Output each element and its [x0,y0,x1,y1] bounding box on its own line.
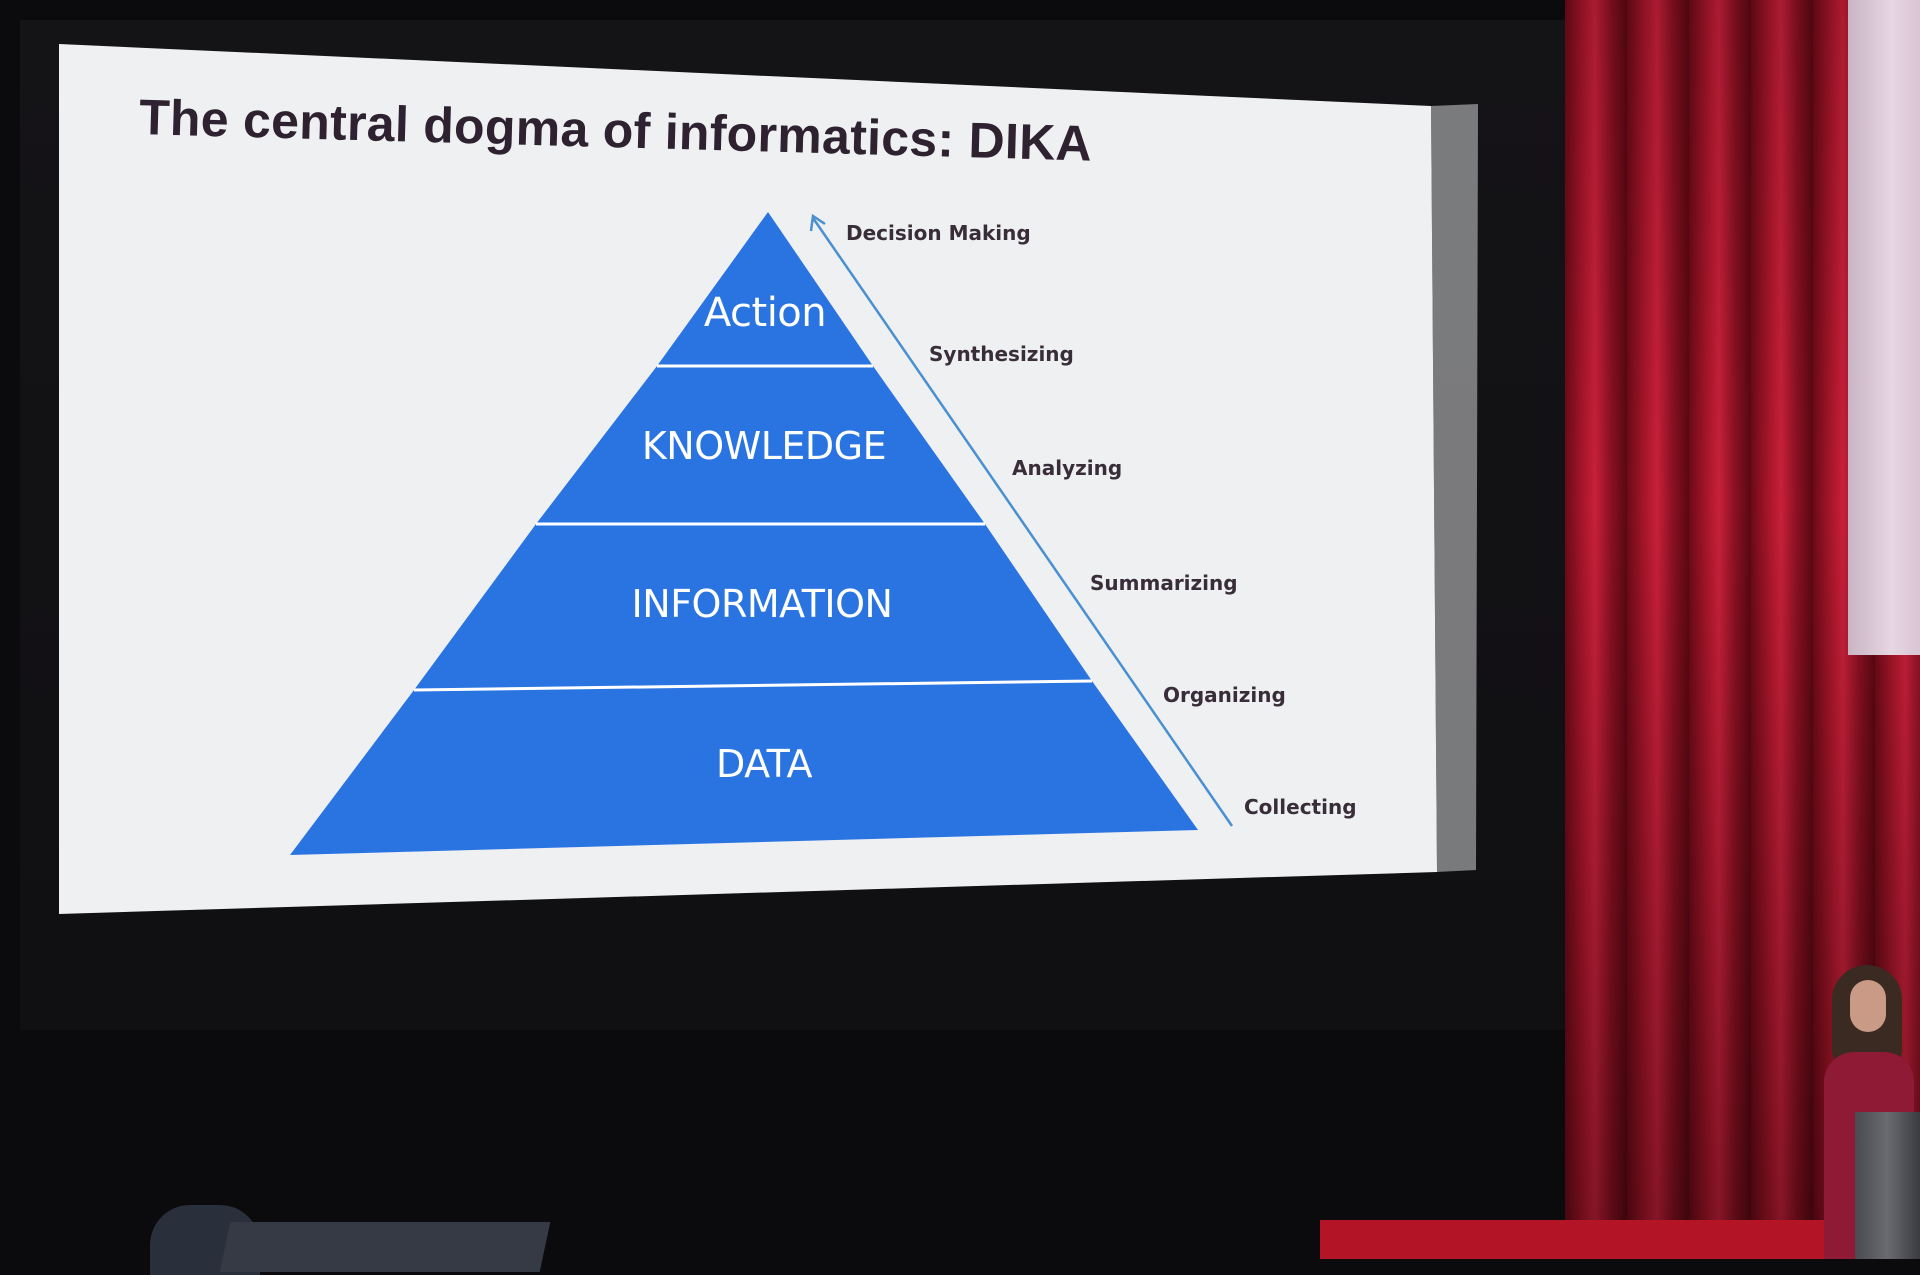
tier-label-action: Action [703,290,827,336]
step-label-synthesizing: Synthesizing [929,342,1074,366]
speaker-face [1850,980,1886,1032]
step-label-summarizing: Summarizing [1090,571,1238,595]
step-label-organizing: Organizing [1163,683,1286,707]
tier-label-knowledge: KNOWLEDGE [641,424,887,468]
side-wall-panel [1848,0,1920,655]
step-label-analyzing: Analyzing [1012,456,1123,480]
step-label-collecting: Collecting [1244,795,1357,819]
audience-seat-top [219,1222,551,1272]
pyramid-tier-action [657,212,873,366]
stage-floor [1320,1220,1920,1259]
lectern [1855,1112,1920,1259]
tier-label-information: INFORMATION [631,582,893,626]
pyramid [290,212,1198,855]
tier-divider [413,679,1093,692]
pyramid-tier-knowledge [536,366,985,524]
pyramid-tier-information [414,524,1092,690]
pyramid-tier-data [290,681,1198,855]
step-label-decision-making: Decision Making [846,221,1031,245]
slide-right-bezel [1431,104,1478,872]
up-arrow-icon [809,213,1234,827]
tier-label-data: DATA [716,742,812,786]
